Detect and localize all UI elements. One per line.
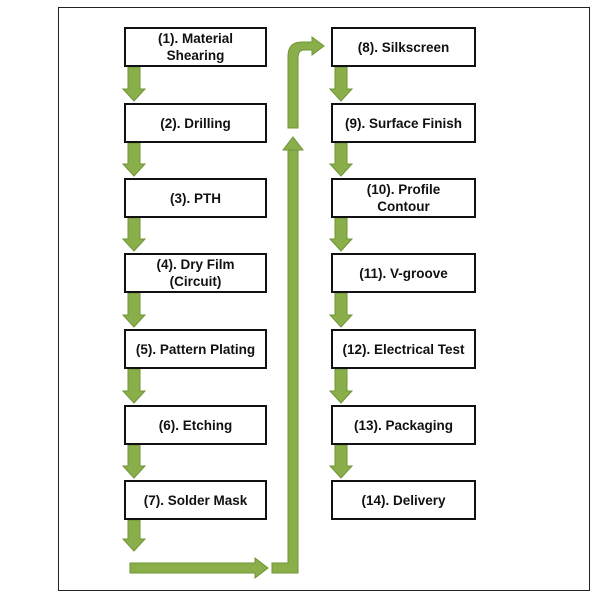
down-arrow-icon bbox=[121, 519, 147, 552]
right-arrow-icon bbox=[129, 556, 269, 580]
down-arrow-icon bbox=[121, 368, 147, 404]
step-11-v-groove: (11). V-groove bbox=[331, 253, 476, 293]
down-arrow-icon bbox=[121, 66, 147, 102]
step-14-delivery: (14). Delivery bbox=[331, 480, 476, 520]
step-label: (7). Solder Mask bbox=[143, 492, 248, 508]
down-arrow-icon bbox=[121, 444, 147, 479]
step-label: (5). Pattern Plating bbox=[135, 341, 256, 357]
down-arrow-icon bbox=[121, 142, 147, 177]
step-label: (3). PTH bbox=[169, 190, 221, 206]
step-label: Contour bbox=[377, 199, 430, 214]
step-6-etching: (6). Etching bbox=[124, 405, 267, 445]
down-arrow-icon bbox=[328, 217, 354, 252]
step-4-dry-film: (4). Dry Film (Circuit) bbox=[124, 253, 267, 293]
step-label: (Circuit) bbox=[169, 274, 222, 289]
step-9-surface-finish: (9). Surface Finish bbox=[331, 103, 476, 143]
step-8-silkscreen: (8). Silkscreen bbox=[331, 27, 476, 67]
step-label: (6). Etching bbox=[158, 417, 233, 433]
step-label: (8). Silkscreen bbox=[357, 39, 450, 55]
step-5-pattern-plating: (5). Pattern Plating bbox=[124, 329, 267, 369]
step-12-electrical-test: (12). Electrical Test bbox=[331, 329, 476, 369]
step-label: (13). Packaging bbox=[353, 417, 454, 433]
step-label: (10). Profile bbox=[366, 182, 441, 197]
step-2-drilling: (2). Drilling bbox=[124, 103, 267, 143]
step-label: (11). V-groove bbox=[359, 265, 448, 281]
down-arrow-icon bbox=[328, 66, 354, 102]
step-label: (1). Material bbox=[157, 31, 234, 46]
step-3-pth: (3). PTH bbox=[124, 178, 267, 218]
step-label: (4). Dry Film bbox=[156, 257, 235, 272]
down-arrow-icon bbox=[328, 292, 354, 328]
step-label: (9). Surface Finish bbox=[344, 115, 463, 131]
step-label: (2). Drilling bbox=[160, 115, 231, 131]
down-arrow-icon bbox=[121, 292, 147, 328]
diagram-frame bbox=[58, 7, 590, 591]
step-13-packaging: (13). Packaging bbox=[331, 405, 476, 445]
connector-up-line bbox=[271, 149, 299, 574]
step-7-solder-mask: (7). Solder Mask bbox=[124, 480, 267, 520]
down-arrow-icon bbox=[328, 444, 354, 479]
down-arrow-icon bbox=[121, 217, 147, 252]
down-arrow-icon bbox=[328, 142, 354, 177]
step-label: (14). Delivery bbox=[361, 492, 446, 508]
step-label: Shearing bbox=[166, 48, 225, 63]
curved-arrow-to-step-8-icon bbox=[287, 36, 325, 129]
step-label: (12). Electrical Test bbox=[342, 341, 465, 357]
up-arrow-icon bbox=[281, 136, 305, 151]
down-arrow-icon bbox=[328, 368, 354, 404]
